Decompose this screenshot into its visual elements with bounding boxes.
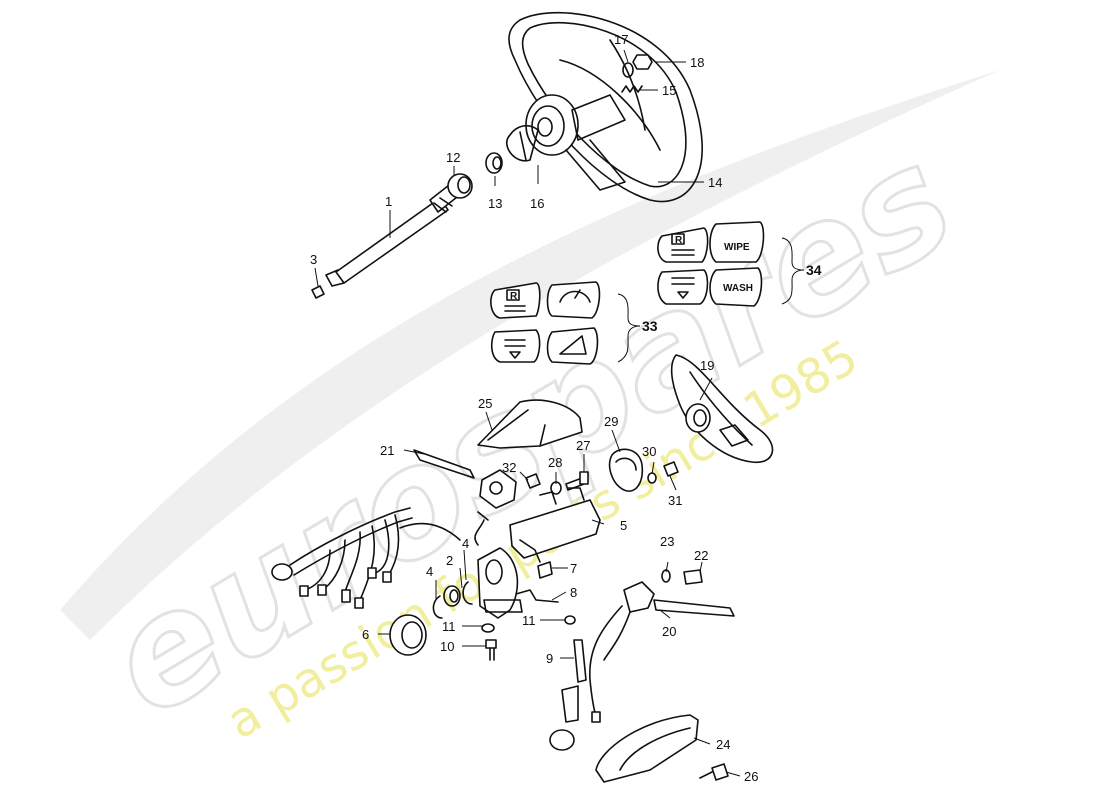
gasket-29 — [608, 448, 644, 492]
clip-32 — [525, 473, 541, 489]
wiring-harness — [271, 507, 461, 609]
callout-32: 32 — [502, 460, 516, 475]
callout-27: 27 — [576, 438, 590, 453]
column-cover-19 — [670, 354, 774, 463]
retaining-clip — [311, 285, 325, 299]
nut-and-washer — [622, 54, 653, 78]
callout-17: 17 — [614, 32, 628, 47]
screw-26 — [699, 763, 729, 781]
brace-34 — [781, 237, 805, 305]
callout-4a: 4 — [426, 564, 433, 579]
rear-label-33: R — [510, 291, 518, 302]
callout-16: 16 — [530, 196, 544, 211]
wipe-label: WIPE — [724, 242, 750, 253]
leader-lines — [314, 49, 741, 777]
callout-20: 20 — [662, 624, 676, 639]
seal-ring-6 — [389, 614, 427, 656]
column-bushing — [447, 173, 473, 199]
callout-9: 9 — [546, 651, 553, 666]
callout-34: 34 — [806, 262, 822, 278]
circlip-4b — [462, 581, 473, 605]
callout-13: 13 — [488, 196, 502, 211]
washer-11a — [481, 623, 495, 633]
switch-button-set-34 — [657, 221, 765, 307]
callout-numbers: 1 2 3 4 4 5 6 7 8 9 10 11 11 12 13 14 15… — [310, 32, 822, 784]
bushing-ring — [485, 152, 503, 174]
callout-6: 6 — [362, 627, 369, 642]
callout-25: 25 — [478, 396, 492, 411]
rear-label-34: R — [675, 235, 683, 246]
callout-33: 33 — [642, 318, 658, 334]
wiper-switch — [589, 581, 735, 723]
brace-33 — [617, 293, 641, 363]
callout-15: 15 — [662, 83, 676, 98]
bolt-10 — [485, 639, 497, 661]
callout-11b: 11 — [522, 613, 536, 628]
callout-24: 24 — [716, 737, 730, 752]
callout-29: 29 — [604, 414, 618, 429]
spring — [621, 85, 643, 93]
callout-18: 18 — [690, 55, 704, 70]
callout-10: 10 — [440, 639, 454, 654]
callout-23: 23 — [660, 534, 674, 549]
callout-31: 31 — [668, 493, 682, 508]
cable-clamp-8 — [515, 589, 559, 603]
horn-contact-plate — [506, 124, 539, 162]
steering-column-shaft — [325, 177, 467, 287]
callout-5: 5 — [620, 518, 627, 533]
washer-11b — [564, 615, 576, 625]
callout-12: 12 — [446, 150, 460, 165]
callout-1: 1 — [385, 194, 392, 209]
callout-30: 30 — [642, 444, 656, 459]
steering-wheel — [508, 11, 703, 203]
callout-7: 7 — [570, 561, 577, 576]
wash-label: WASH — [723, 283, 753, 294]
callout-11a: 11 — [442, 619, 456, 634]
callout-14: 14 — [708, 175, 722, 190]
switch-button-set-33 — [490, 281, 601, 365]
bolt-22 — [683, 569, 703, 585]
combination-switch — [413, 449, 517, 546]
lower-column-cover-24 — [595, 714, 699, 783]
ignition-lock — [549, 639, 587, 751]
callout-22: 22 — [694, 548, 708, 563]
callout-21: 21 — [380, 443, 394, 458]
callout-3: 3 — [310, 252, 317, 267]
upper-column-cover-25 — [477, 399, 583, 449]
callout-4b: 4 — [462, 536, 469, 551]
callout-2: 2 — [446, 553, 453, 568]
screw-7 — [537, 561, 553, 579]
callout-28: 28 — [548, 455, 562, 470]
callout-19: 19 — [700, 358, 714, 373]
callout-26: 26 — [744, 769, 758, 784]
bearing-housing — [477, 547, 523, 619]
callout-8: 8 — [570, 585, 577, 600]
circlip-4a — [432, 595, 443, 619]
screw-31 — [663, 461, 679, 477]
bearing-2 — [443, 585, 461, 607]
